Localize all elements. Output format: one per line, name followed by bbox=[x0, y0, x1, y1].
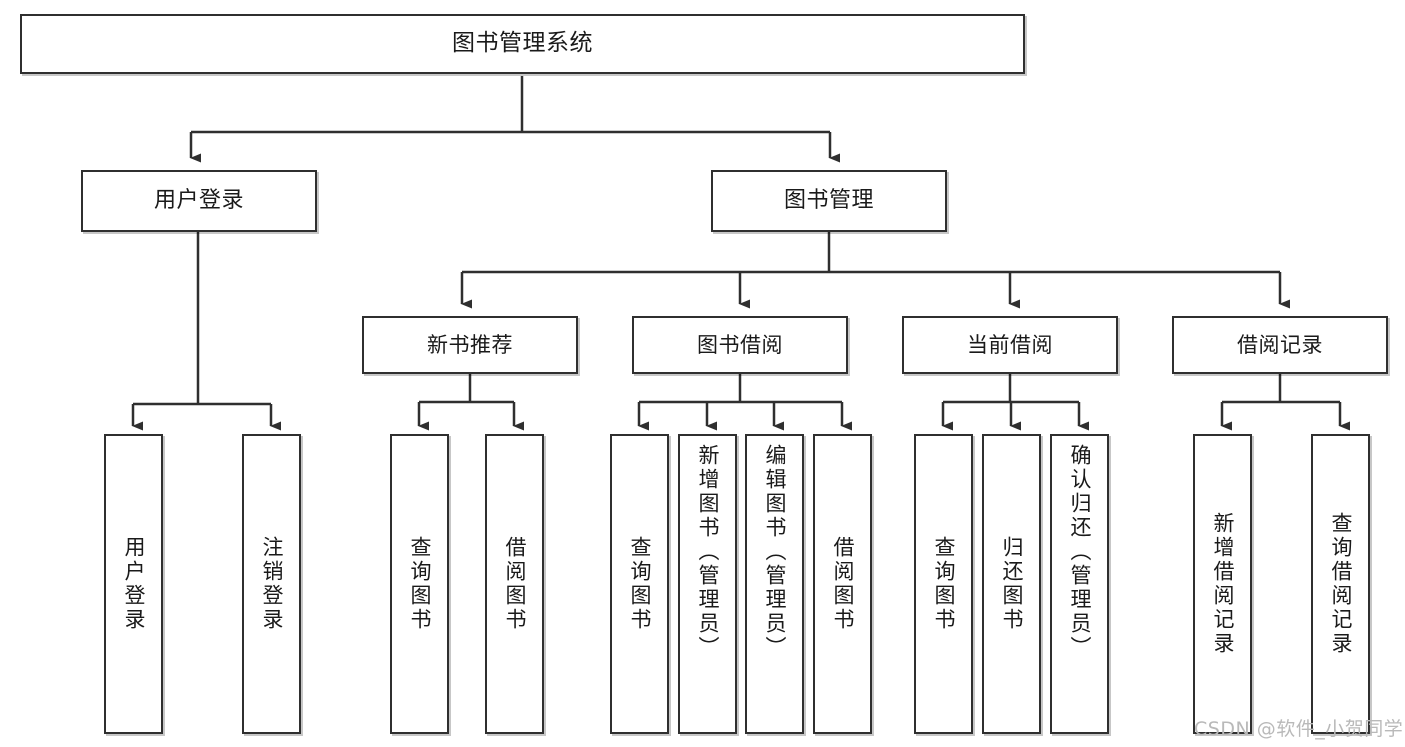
node-book-borrow-label: 图书借阅 bbox=[697, 332, 783, 357]
node-borrow-record-label: 借阅记录 bbox=[1237, 332, 1323, 357]
leaf-query-book-2[interactable]: 查询图书 bbox=[610, 434, 669, 734]
node-new-book-recommend-label: 新书推荐 bbox=[427, 332, 513, 357]
leaf-user-login-label: 用户登录 bbox=[122, 536, 146, 632]
leaf-user-logout[interactable]: 注销登录 bbox=[242, 434, 301, 734]
leaf-query-book-3[interactable]: 查询图书 bbox=[914, 434, 973, 734]
leaf-add-record-label: 新增借阅记录 bbox=[1211, 512, 1235, 656]
leaf-add-book-label: 新增图书（管理员） bbox=[696, 444, 720, 660]
leaf-return-book[interactable]: 归还图书 bbox=[982, 434, 1041, 734]
leaf-edit-book-label: 编辑图书（管理员） bbox=[763, 444, 787, 660]
node-current-borrow-label: 当前借阅 bbox=[967, 332, 1053, 357]
connector-lines bbox=[131, 76, 1350, 431]
leaf-edit-book[interactable]: 编辑图书（管理员） bbox=[745, 434, 804, 734]
node-book-borrow[interactable]: 图书借阅 bbox=[632, 316, 848, 374]
node-user-login-label: 用户登录 bbox=[153, 188, 244, 214]
leaf-query-record[interactable]: 查询借阅记录 bbox=[1311, 434, 1370, 734]
leaf-confirm-return-label: 确认归还（管理员） bbox=[1068, 444, 1092, 660]
node-new-book-recommend[interactable]: 新书推荐 bbox=[362, 316, 578, 374]
node-root-label: 图书管理系统 bbox=[452, 30, 593, 57]
leaf-borrow-book-2-label: 借阅图书 bbox=[831, 536, 855, 632]
node-current-borrow[interactable]: 当前借阅 bbox=[902, 316, 1118, 374]
leaf-query-book-1-label: 查询图书 bbox=[408, 536, 432, 632]
node-user-login[interactable]: 用户登录 bbox=[81, 170, 317, 232]
leaf-borrow-book-1[interactable]: 借阅图书 bbox=[485, 434, 544, 734]
leaf-user-logout-label: 注销登录 bbox=[260, 536, 284, 632]
node-borrow-record[interactable]: 借阅记录 bbox=[1172, 316, 1388, 374]
leaf-add-record[interactable]: 新增借阅记录 bbox=[1193, 434, 1252, 734]
leaf-query-book-2-label: 查询图书 bbox=[628, 536, 652, 632]
leaf-borrow-book-1-label: 借阅图书 bbox=[503, 536, 527, 632]
leaf-query-book-1[interactable]: 查询图书 bbox=[390, 434, 449, 734]
leaf-query-record-label: 查询借阅记录 bbox=[1329, 512, 1353, 656]
leaf-return-book-label: 归还图书 bbox=[1000, 536, 1024, 632]
node-book-management[interactable]: 图书管理 bbox=[711, 170, 947, 232]
leaf-query-book-3-label: 查询图书 bbox=[932, 536, 956, 632]
node-root[interactable]: 图书管理系统 bbox=[20, 14, 1025, 74]
leaf-borrow-book-2[interactable]: 借阅图书 bbox=[813, 434, 872, 734]
leaf-add-book[interactable]: 新增图书（管理员） bbox=[678, 434, 737, 734]
leaf-confirm-return[interactable]: 确认归还（管理员） bbox=[1050, 434, 1109, 734]
leaf-user-login[interactable]: 用户登录 bbox=[104, 434, 163, 734]
node-book-management-label: 图书管理 bbox=[783, 188, 874, 214]
